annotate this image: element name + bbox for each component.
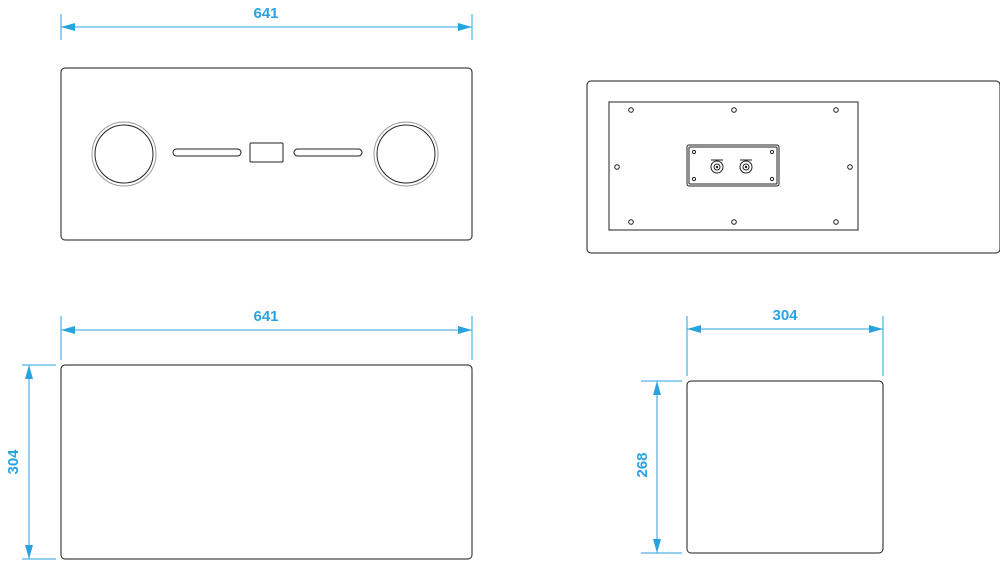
front-view: 641 bbox=[60, 5, 473, 241]
side-width-dimension: 304 bbox=[686, 307, 884, 376]
terminal-plate bbox=[686, 144, 780, 187]
top-depth-label: 304 bbox=[5, 449, 22, 475]
rear-view bbox=[586, 80, 1000, 254]
top-depth-dimension: 304 bbox=[5, 364, 56, 560]
rear-panel bbox=[586, 80, 1000, 254]
top-width-dimension: 641 bbox=[60, 308, 473, 360]
front-width-dimension: 641 bbox=[60, 5, 473, 40]
top-panel bbox=[60, 364, 473, 560]
rear-plate bbox=[608, 101, 859, 231]
front-width-label: 641 bbox=[253, 5, 278, 22]
top-width-label: 641 bbox=[253, 308, 278, 325]
left-port-slot bbox=[172, 148, 242, 157]
speaker-binding-post-icon bbox=[739, 159, 753, 174]
side-view: 304 268 bbox=[634, 307, 884, 554]
side-panel bbox=[686, 380, 884, 554]
top-view: 641 304 bbox=[5, 308, 473, 560]
center-display bbox=[249, 142, 284, 163]
side-height-dimension: 268 bbox=[634, 380, 682, 554]
front-panel bbox=[60, 67, 473, 241]
right-port-slot bbox=[293, 148, 363, 157]
screw-hole-icon bbox=[614, 107, 853, 225]
left-driver-icon bbox=[91, 121, 157, 187]
side-width-label: 304 bbox=[772, 307, 798, 324]
speaker-binding-post-icon bbox=[710, 159, 724, 174]
side-height-label: 268 bbox=[634, 452, 651, 477]
right-driver-icon bbox=[373, 121, 439, 187]
